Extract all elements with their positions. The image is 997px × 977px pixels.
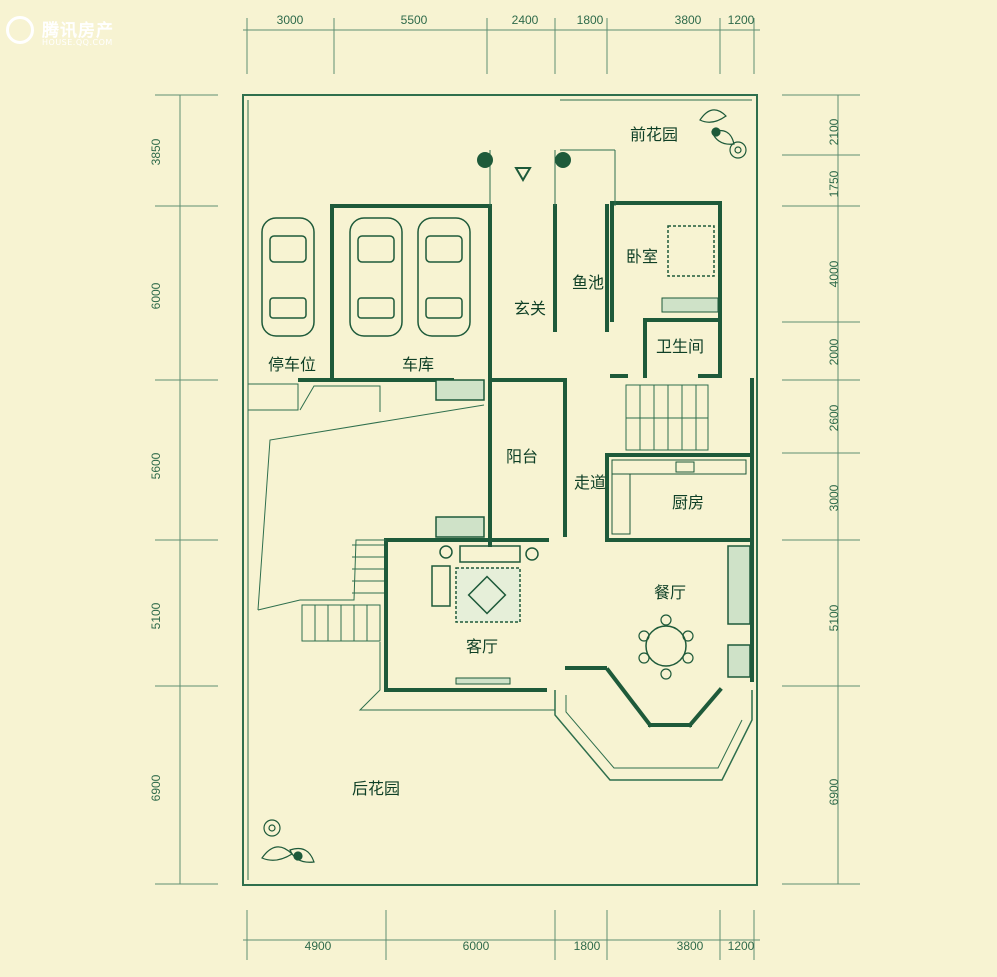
dimension-lines bbox=[155, 18, 860, 960]
room-label-back-garden: 后花园 bbox=[352, 779, 400, 798]
plant-icon bbox=[525, 547, 539, 561]
dining-chairs bbox=[638, 614, 694, 680]
planter bbox=[727, 644, 751, 678]
watermark-logo: 腾讯房产 HOUSE.QQ.COM bbox=[6, 14, 118, 50]
watermark-domain: HOUSE.QQ.COM bbox=[42, 38, 113, 47]
flower-icon bbox=[261, 819, 315, 863]
stove-icon bbox=[675, 461, 695, 473]
room-label-fish-pond: 鱼池 bbox=[572, 273, 604, 292]
rug bbox=[455, 567, 521, 623]
lamp-icon bbox=[555, 152, 571, 168]
dim-bottom-1: 4900 bbox=[305, 939, 332, 953]
dining-table-icon bbox=[645, 625, 687, 667]
planter bbox=[435, 516, 485, 538]
dim-left-5: 6900 bbox=[149, 774, 163, 801]
dim-right-7: 5100 bbox=[827, 604, 841, 631]
dim-top-6: 1200 bbox=[728, 13, 755, 27]
lamp-icon bbox=[477, 152, 493, 168]
entry-arrow-icon bbox=[514, 167, 532, 182]
dim-top-3: 2400 bbox=[512, 13, 539, 27]
car-icon bbox=[261, 217, 315, 337]
dim-left-1: 3850 bbox=[149, 138, 163, 165]
coffee-table bbox=[467, 575, 507, 615]
armchair-icon bbox=[431, 565, 451, 607]
dim-top-2: 5500 bbox=[401, 13, 428, 27]
logo-icon bbox=[6, 16, 34, 44]
living-outer-edge bbox=[358, 642, 555, 711]
bed-icon bbox=[667, 225, 715, 277]
planter bbox=[435, 379, 485, 401]
dim-bottom-2: 6000 bbox=[463, 939, 490, 953]
room-label-living: 客厅 bbox=[466, 637, 498, 656]
dim-right-2: 1750 bbox=[827, 170, 841, 197]
dim-right-4: 2000 bbox=[827, 338, 841, 365]
room-label-foyer: 玄关 bbox=[514, 299, 546, 318]
wardrobe bbox=[661, 297, 719, 313]
room-label-bedroom: 卧室 bbox=[626, 247, 658, 266]
room-label-dining: 餐厅 bbox=[654, 583, 686, 602]
dim-bottom-5: 1200 bbox=[728, 939, 755, 953]
dim-right-8: 6900 bbox=[827, 778, 841, 805]
room-label-balcony: 阳台 bbox=[506, 447, 538, 466]
room-label-garage: 车库 bbox=[402, 355, 434, 374]
back-stairs bbox=[301, 544, 384, 642]
terrace-outline bbox=[247, 383, 485, 611]
dim-right-6: 3000 bbox=[827, 484, 841, 511]
dim-right-1: 2100 bbox=[827, 118, 841, 145]
dim-left-3: 5600 bbox=[149, 452, 163, 479]
room-label-front-garden: 前花园 bbox=[630, 125, 678, 144]
planter bbox=[727, 545, 751, 625]
dim-right-3: 4000 bbox=[827, 260, 841, 287]
walls bbox=[298, 201, 754, 728]
room-label-parking: 停车位 bbox=[268, 355, 316, 374]
tv-cabinet bbox=[455, 677, 511, 685]
entry-stairs bbox=[489, 149, 616, 206]
flower-icon bbox=[699, 109, 747, 159]
dim-top-1: 3000 bbox=[277, 13, 304, 27]
room-label-kitchen: 厨房 bbox=[672, 493, 704, 512]
room-label-corridor: 走道 bbox=[574, 473, 606, 492]
bay-terrace-inner bbox=[565, 695, 743, 769]
dim-right-5: 2600 bbox=[827, 404, 841, 431]
plant-icon bbox=[439, 545, 453, 559]
watermark-brand: 腾讯房产 bbox=[42, 21, 114, 41]
car-icon bbox=[417, 217, 471, 337]
dim-bottom-4: 3800 bbox=[677, 939, 704, 953]
bay-terrace bbox=[554, 690, 753, 781]
dim-top-5: 3800 bbox=[675, 13, 702, 27]
dim-left-4: 5100 bbox=[149, 602, 163, 629]
sofa-icon bbox=[459, 545, 521, 563]
room-label-bathroom: 卫生间 bbox=[656, 337, 704, 356]
dim-bottom-3: 1800 bbox=[574, 939, 601, 953]
dim-top-4: 1800 bbox=[577, 13, 604, 27]
site-boundary bbox=[242, 94, 758, 886]
kitchen-counter bbox=[611, 459, 747, 475]
car-icon bbox=[349, 217, 403, 337]
kitchen-counter bbox=[611, 473, 631, 535]
dim-left-2: 6000 bbox=[149, 282, 163, 309]
interior-stairs bbox=[625, 384, 709, 451]
